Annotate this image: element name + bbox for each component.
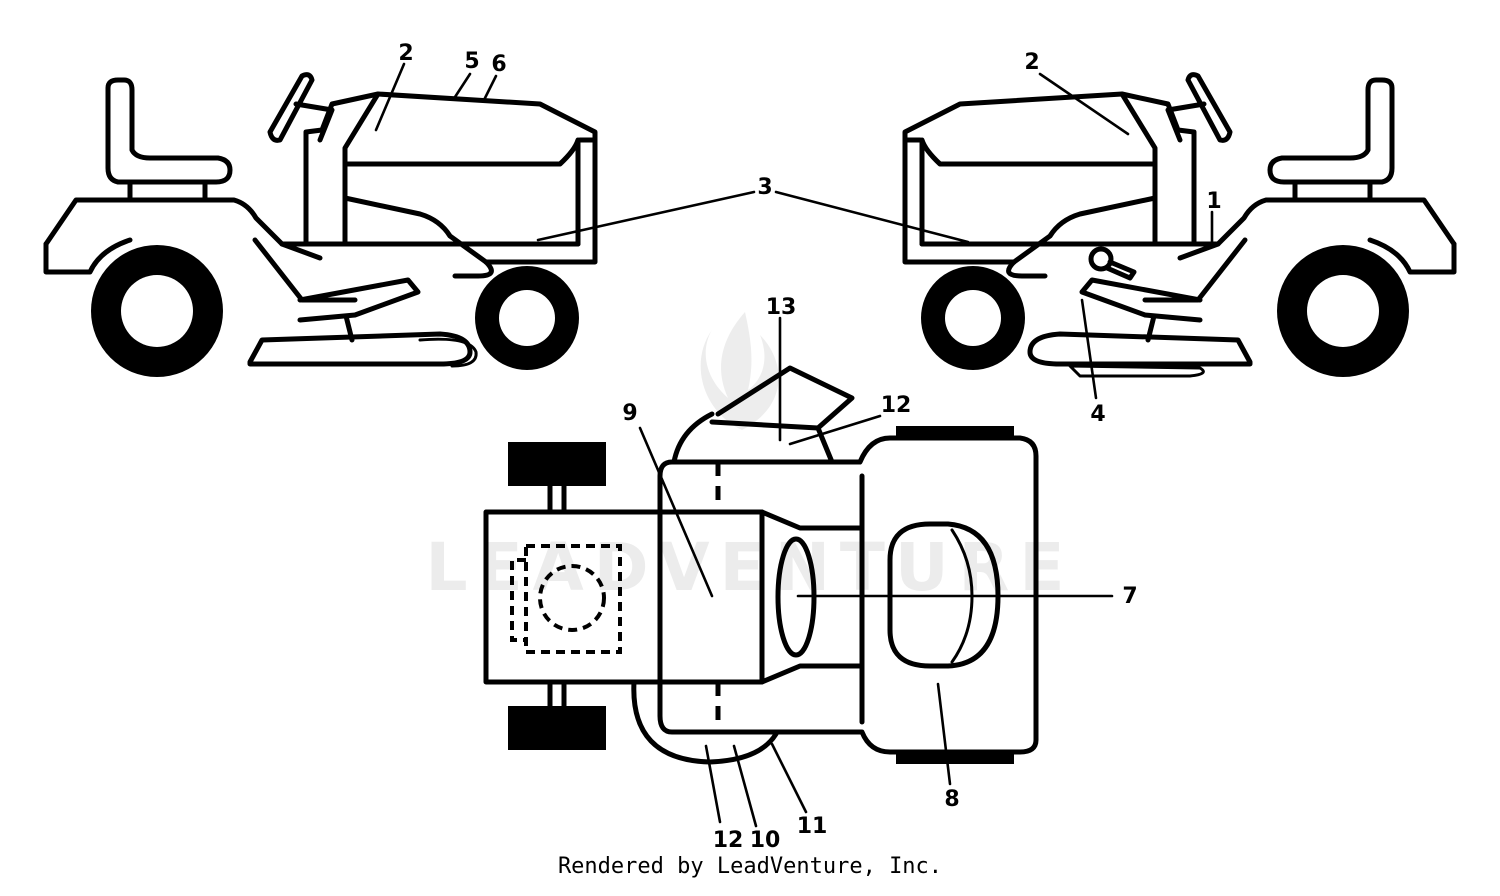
callout-10: 10 [750,828,781,853]
tractor-top-view [483,316,1114,828]
callout-12-top: 12 [881,393,912,418]
callout-1: 1 [1206,189,1221,214]
mower-deck-left [247,331,473,367]
callout-12-bottom: 12 [713,828,744,853]
callout-7: 7 [1122,584,1137,609]
tractor-right-side-view [902,72,1457,400]
discharge-chute [715,365,855,465]
callout-4: 4 [1090,402,1105,427]
steering-wheel-right [1185,72,1233,143]
steering-wheel-left [267,72,315,143]
tractor-left-side-view [43,62,970,377]
seat-right [1267,77,1395,185]
deck-outline-top [657,435,1039,755]
seat-left [105,77,233,185]
callout-9: 9 [622,401,637,426]
front-tire-top-right [896,752,1014,764]
rear-fender-left [43,197,323,261]
rear-body-top [483,509,765,685]
callout-5: 5 [464,49,479,74]
callout-6: 6 [491,52,506,77]
callout-labels: 2 5 6 2 3 1 4 13 12 9 7 8 11 12 10 [398,41,1221,853]
callout-11: 11 [797,814,828,839]
rear-tire-top-right [508,706,606,750]
callout-2-right: 2 [1024,50,1039,75]
mower-deck-right [1027,331,1253,367]
front-tire-top-left [896,426,1014,438]
callout-2-left: 2 [398,41,413,66]
watermark-text: LEADVENTURE [426,529,1075,606]
render-credit: Rendered by LeadVenture, Inc. [557,854,943,879]
callout-13: 13 [766,295,797,320]
callout-8: 8 [944,787,959,812]
callout-3: 3 [757,175,772,200]
rear-fender-right [1177,197,1457,261]
rear-tire-top-left [508,442,606,486]
